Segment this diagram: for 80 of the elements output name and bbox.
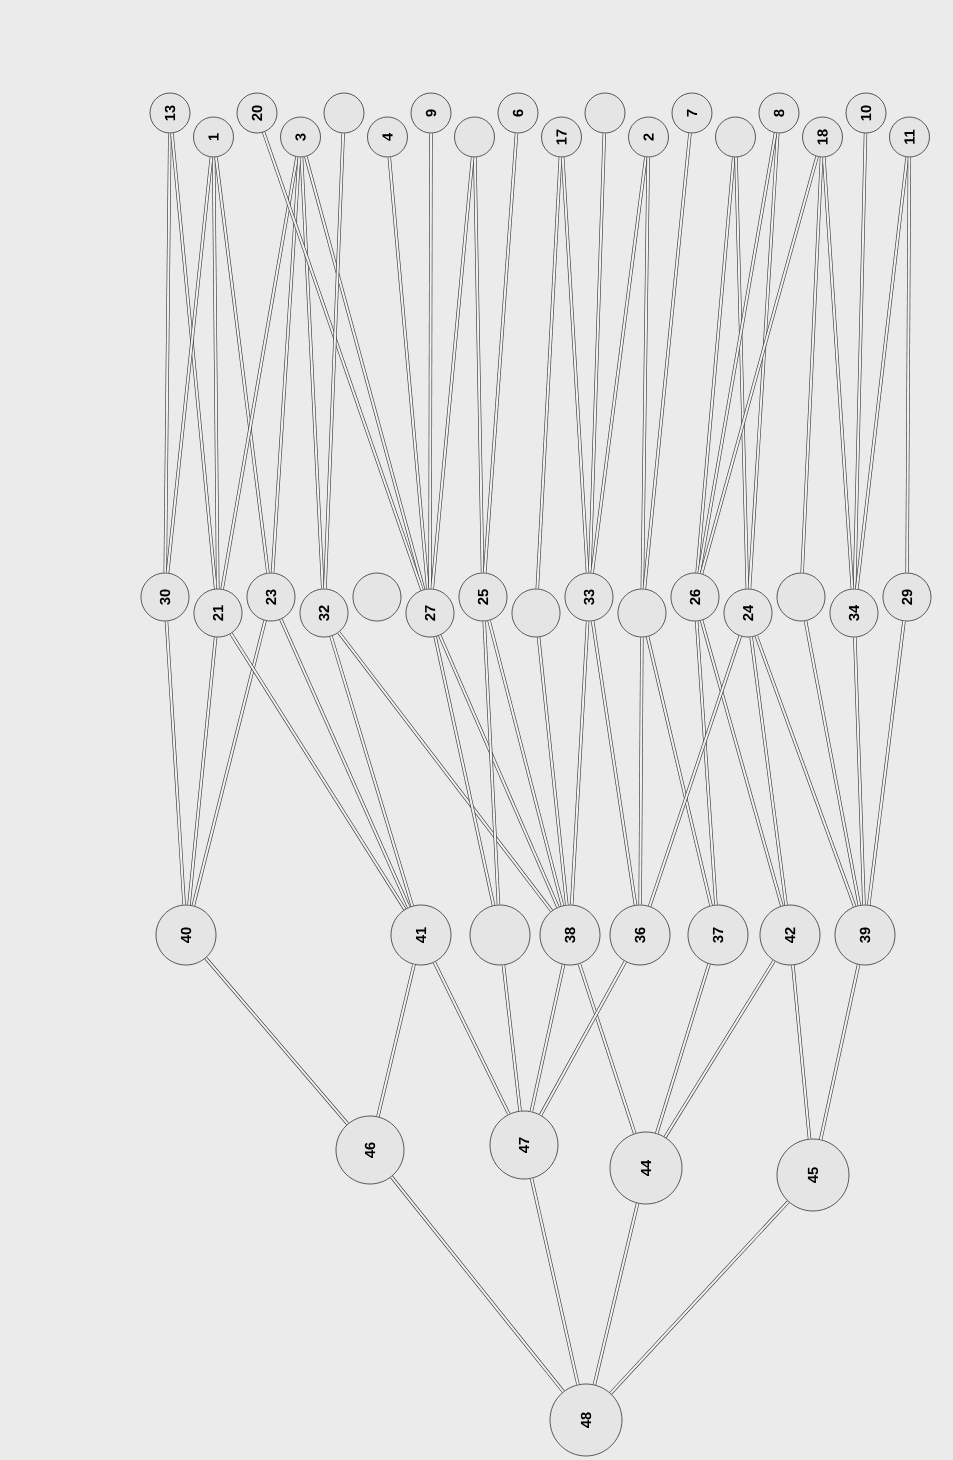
connector-line	[279, 618, 411, 908]
connector-line	[640, 157, 650, 589]
connector-line	[323, 133, 345, 589]
connector-line	[220, 156, 299, 590]
connector-line	[304, 156, 426, 590]
connector-line	[695, 157, 736, 573]
connector-line	[214, 157, 270, 573]
connector-line	[262, 131, 424, 591]
connector-line	[329, 635, 414, 907]
connector-line	[663, 960, 776, 1138]
connector-line	[376, 964, 416, 1117]
empty-circle	[352, 572, 402, 622]
connector-line	[387, 157, 430, 589]
connector-line	[642, 133, 692, 589]
connector-line	[170, 133, 218, 589]
connector-line	[648, 635, 742, 907]
connector-line	[529, 964, 566, 1112]
connector-line	[473, 157, 485, 573]
connector-line	[337, 631, 553, 912]
connector-line	[638, 637, 644, 905]
empty-circle	[617, 588, 667, 638]
connector-line	[163, 133, 172, 573]
connector-line	[501, 965, 522, 1111]
connector-line	[438, 634, 560, 908]
connector-line	[655, 963, 711, 1134]
connector-line	[430, 157, 475, 589]
connector-line	[487, 620, 565, 906]
connector-line	[482, 621, 501, 905]
connector-line	[570, 621, 590, 905]
connector-line	[699, 156, 819, 574]
connector-line	[697, 132, 778, 574]
empty-circle	[776, 572, 826, 622]
connector-line	[390, 1175, 565, 1393]
connector-line	[539, 960, 627, 1116]
connector-line	[299, 157, 325, 589]
connector-line	[165, 157, 213, 573]
connector-line	[747, 133, 780, 589]
connector-line	[822, 157, 855, 589]
connector-line	[483, 133, 519, 573]
empty-circle	[323, 92, 365, 134]
connector-line	[592, 1203, 640, 1385]
connector-line	[191, 620, 267, 906]
connector-line	[609, 1200, 790, 1395]
connector-line	[645, 636, 713, 906]
connector-line	[212, 157, 220, 589]
connector-line	[734, 157, 750, 589]
connector-line	[791, 965, 812, 1139]
connector-line	[561, 157, 590, 573]
empty-circle	[584, 92, 626, 134]
connector-line	[428, 133, 433, 589]
connector-line	[164, 621, 186, 905]
connector-line	[591, 620, 638, 906]
connector-line	[819, 964, 861, 1140]
connector-line	[529, 1178, 580, 1385]
connector-line	[229, 632, 407, 911]
connector-line	[187, 637, 218, 905]
connector-line	[852, 133, 868, 589]
empty-circle	[715, 116, 756, 158]
connector-line	[535, 157, 563, 589]
connector-line	[749, 637, 788, 906]
connector-line	[695, 621, 718, 905]
connector-line	[536, 637, 569, 905]
empty-circle	[511, 588, 561, 638]
empty-circle	[469, 904, 531, 966]
connector-line	[433, 636, 496, 906]
connector-line	[270, 157, 301, 573]
connector-line	[432, 961, 511, 1115]
connector-line	[577, 963, 637, 1134]
connector-line	[855, 157, 909, 589]
connector-line	[867, 621, 906, 906]
connector-line	[905, 157, 912, 573]
connector-line	[700, 620, 784, 907]
connector-line	[800, 157, 824, 573]
empty-circle	[454, 116, 495, 158]
connector-line	[590, 157, 648, 574]
connector-line	[803, 620, 861, 906]
connector-line	[204, 957, 349, 1125]
connector-line	[588, 133, 606, 573]
connector-line	[853, 637, 866, 905]
connector-line	[754, 635, 857, 907]
